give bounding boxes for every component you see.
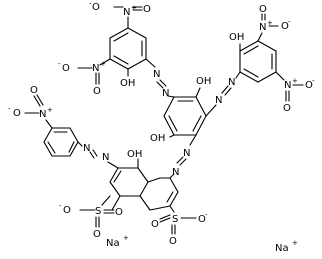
nitro-n-label: N — [259, 22, 266, 33]
hydroxyl-label: OH — [150, 133, 165, 144]
azo-n-label: N — [172, 167, 179, 178]
sulfonate-o-label: O — [115, 207, 123, 218]
nitro-o-label: O — [259, 4, 267, 15]
nitro-minus-label: - — [58, 60, 61, 68]
nitro-minus-label: - — [89, 0, 92, 8]
nitro-minus-label: - — [288, 18, 291, 26]
nitro-minus-label: - — [312, 77, 315, 85]
hydroxyl-label: OH — [196, 76, 211, 87]
nitro-n-label: N — [92, 63, 99, 74]
azo-n-label: N — [102, 152, 109, 163]
nitro-plus-label: + — [131, 4, 137, 12]
azo-n-label: N — [162, 88, 169, 99]
nitro-plus-label: + — [47, 106, 53, 114]
nitro-plus-label: + — [292, 77, 298, 85]
nitro-o-label: O — [283, 103, 291, 114]
nitro-n-label: N — [123, 7, 130, 18]
sulfonate-o-minus-label: O — [198, 214, 206, 225]
naphthalene-left-ring — [109, 167, 149, 211]
nitro-plus-label: + — [267, 19, 273, 27]
sulfonate-minus-label: - — [205, 211, 208, 219]
ring-top-right — [239, 40, 277, 83]
nitro-o-label: O — [30, 85, 38, 96]
nitro-o-label: O — [93, 86, 101, 97]
azo-n-label: N — [153, 69, 160, 80]
azo-n-label: N — [183, 148, 190, 159]
nitro-o-label: O — [143, 4, 151, 15]
nitro-o-minus-label: O — [281, 21, 289, 32]
naphthalene-right-ring — [139, 177, 179, 211]
sulfonate-minus-label: - — [59, 202, 62, 210]
nitro-plus-label: + — [100, 60, 106, 68]
ring-nitrophenyl — [43, 127, 79, 157]
azo-n-label: N — [228, 77, 235, 88]
sulfonate-o-label: O — [151, 219, 159, 230]
sodium-plus-label: + — [292, 239, 298, 247]
nitro-o-minus-label: O — [13, 108, 21, 119]
sulfonate-s-label: S — [172, 214, 178, 225]
hydroxyl-label: OH — [229, 32, 244, 43]
nitro-o-minus-label: O — [92, 2, 100, 13]
sodium-ion-label: Na — [275, 243, 289, 254]
hydroxyl-label: OH — [120, 78, 135, 89]
ring-top-left — [109, 27, 147, 70]
sulfonate-o-minus-label: O — [63, 205, 71, 216]
ring-center — [163, 96, 207, 136]
sodium-ion-label: Na — [106, 238, 120, 249]
sodium-plus-label: + — [123, 234, 129, 242]
nitro-n-label: N — [39, 109, 46, 120]
azo-n-label: N — [83, 143, 90, 154]
sulfonate-s-label: S — [95, 206, 101, 217]
nitro-n-label: N — [284, 80, 291, 91]
hydroxyl-label: OH — [127, 149, 142, 160]
nitro-o-minus-label: O — [305, 80, 313, 91]
sulfonate-o-label: O — [169, 236, 177, 247]
nitro-minus-label: - — [8, 105, 11, 113]
azo-n-label: N — [215, 95, 222, 106]
sulfonate-o-label: O — [93, 229, 101, 240]
nitro-o-minus-label: O — [62, 63, 70, 74]
